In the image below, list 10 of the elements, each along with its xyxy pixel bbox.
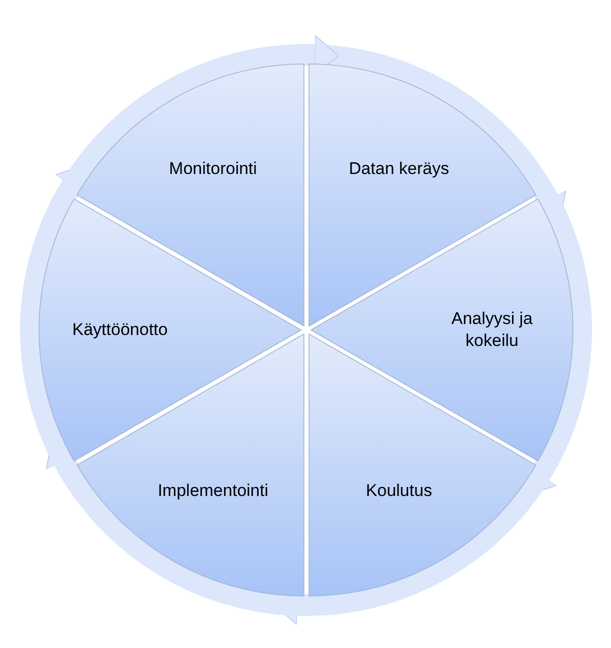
pie-segment — [311, 199, 573, 461]
segment-label: Koulutus — [364, 480, 434, 502]
pie-segment — [308, 334, 536, 596]
segment-label: Analyysi ja kokeilu — [450, 308, 534, 352]
segment-label: Implementointi — [156, 480, 270, 502]
pie-segment — [39, 199, 301, 461]
segment-label: Datan keräys — [348, 158, 450, 180]
segment-label: Käyttöönotto — [71, 318, 169, 341]
segment-label: Monitorointi — [168, 158, 258, 180]
pie-segment — [308, 64, 536, 326]
